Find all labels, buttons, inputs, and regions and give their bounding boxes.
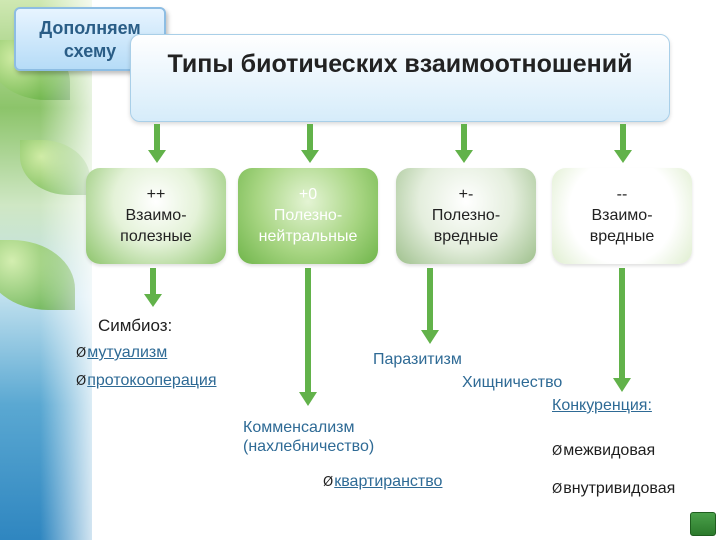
type-sign: +0 (298, 186, 318, 203)
protocooperation-link[interactable]: протокооперация (87, 372, 217, 389)
type-line2: вредные (589, 228, 655, 245)
type-line2: вредные (433, 228, 499, 245)
arrow-down-icon (301, 124, 319, 163)
arrow-down-icon (614, 124, 632, 163)
arrow-down-icon (613, 268, 631, 392)
commensalism-label: Комменсализм (243, 419, 355, 436)
list-item: Øпротокооперация (76, 371, 217, 392)
type-line1: Полезно- (273, 207, 343, 224)
type-line2: полезные (120, 228, 192, 245)
type-mutually-harmful: -- Взаимо- вредные (552, 168, 692, 264)
bullet-arrow-icon: Ø (552, 482, 563, 497)
next-slide-button[interactable] (690, 512, 716, 536)
type-sign: -- (616, 186, 628, 203)
list-item: Øквартиранство (323, 472, 442, 493)
type-line1: Взаимо- (591, 207, 653, 224)
tenancy-link[interactable]: квартиранство (334, 473, 443, 490)
arrow-down-icon (148, 124, 166, 163)
competition-heading[interactable]: Конкуренция: (552, 397, 652, 414)
list-item: Øмутуализм (76, 343, 167, 364)
arrow-down-icon (299, 268, 317, 406)
type-beneficial-neutral: +0 Полезно- нейтральные (238, 168, 378, 264)
type-beneficial-harmful: +- Полезно- вредные (396, 168, 536, 264)
background-fade (40, 0, 110, 540)
parasitism-label: Паразитизм (373, 351, 462, 368)
type-line2: нейтральные (258, 228, 358, 245)
arrow-down-icon (421, 268, 439, 344)
bullet-arrow-icon: Ø (552, 444, 563, 459)
type-line1: Полезно- (431, 207, 501, 224)
type-mutually-beneficial: ++ Взаимо- полезные (86, 168, 226, 264)
bullet-arrow-icon: Ø (76, 346, 87, 361)
interspecific-label: межвидовая (563, 442, 656, 459)
list-item: Øвнутривидовая (552, 479, 675, 500)
arrow-down-icon (455, 124, 473, 163)
diagram-title-box: Типы биотических взаимоотношений (130, 34, 670, 122)
type-sign: +- (458, 186, 474, 203)
bullet-arrow-icon: Ø (76, 374, 87, 389)
mutualism-link[interactable]: мутуализм (87, 344, 168, 361)
type-line1: Взаимо- (125, 207, 187, 224)
type-sign: ++ (146, 186, 166, 203)
list-item: Øмежвидовая (552, 441, 655, 462)
commensalism-alias: (нахлебничество) (243, 438, 375, 455)
symbiosis-heading: Симбиоз: (98, 316, 173, 335)
arrow-down-icon (144, 268, 162, 307)
intraspecific-label: внутривидовая (563, 480, 676, 497)
badge-text: Дополняем схему (39, 18, 141, 61)
diagram-title: Типы биотических взаимоотношений (167, 50, 633, 78)
predation-label: Хищничество (462, 374, 563, 391)
bullet-arrow-icon: Ø (323, 475, 334, 490)
